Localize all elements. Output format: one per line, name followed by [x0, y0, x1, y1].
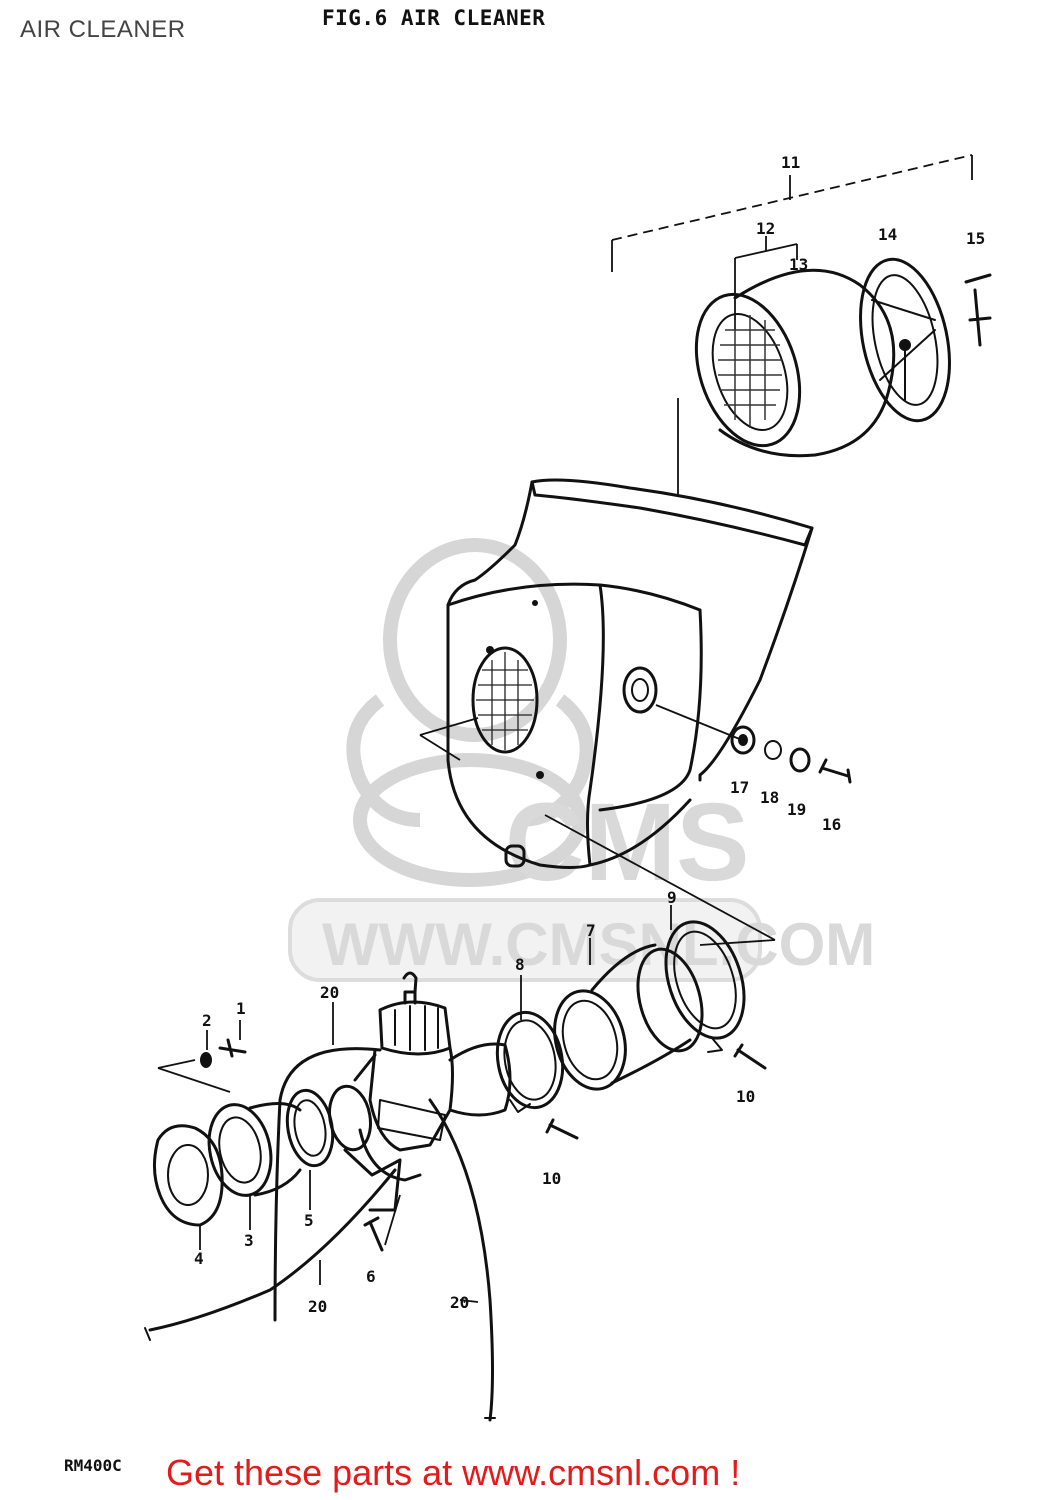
screws-10 [545, 1043, 767, 1140]
clamp-9 [664, 920, 746, 1053]
callout-13: 13 [789, 255, 808, 274]
callout-20-top: 20 [320, 983, 339, 1002]
callout-17: 17 [730, 778, 749, 797]
callout-16: 16 [822, 815, 841, 834]
watermark-text: WWW.CMSNL.COM [322, 911, 875, 978]
mounting-plane [544, 814, 776, 946]
page-title: AIR CLEANER [20, 16, 186, 43]
filter-cage [859, 257, 951, 423]
callout-9: 9 [667, 888, 677, 907]
intake-tube [553, 943, 704, 1091]
model-code: RM400C [64, 1456, 122, 1475]
callout-4: 4 [194, 1249, 204, 1268]
carburetor [343, 971, 512, 1212]
callout-14: 14 [878, 225, 897, 244]
intake-pipe-3 [207, 1102, 302, 1197]
callout-leaders [199, 905, 672, 1303]
clamp-8 [495, 1010, 565, 1113]
watermark-logo: WWW.CMSNL.COM CMS [288, 538, 875, 982]
box-hardware [655, 704, 852, 784]
callout-5: 5 [304, 1211, 314, 1230]
callout-2: 2 [202, 1011, 212, 1030]
wing-bolt [964, 273, 992, 347]
callout-18: 18 [760, 788, 779, 807]
air-cleaner-box [419, 478, 814, 869]
callout-1: 1 [236, 999, 246, 1018]
callout-19: 19 [787, 800, 806, 819]
o-ring-5 [285, 1084, 372, 1168]
hoses-20 [144, 1047, 496, 1422]
assembly-bracket-12 [734, 236, 798, 330]
callout-10-right: 10 [736, 1087, 755, 1106]
assembly-bracket-11 [611, 154, 973, 272]
gasket-4 [153, 1124, 224, 1227]
bolt-1-washer-2 [157, 1038, 247, 1093]
callout-labels: 11 12 13 14 15 17 18 19 16 9 7 8 20 2 1 … [194, 153, 985, 1316]
promo-link[interactable]: Get these parts at www.cmsnl.com ! [166, 1452, 741, 1493]
callout-3: 3 [244, 1231, 254, 1250]
callout-20-bottom-right: 20 [450, 1293, 469, 1312]
callout-20-bottom-left: 20 [308, 1297, 327, 1316]
callout-7: 7 [586, 921, 596, 940]
figure-title: FIG.6 AIR CLEANER [322, 6, 546, 30]
callout-10-middle: 10 [542, 1169, 561, 1188]
callout-12: 12 [756, 219, 775, 238]
callout-11: 11 [781, 153, 800, 172]
callout-6: 6 [366, 1267, 376, 1286]
watermark-logo-text: CMS [505, 781, 749, 904]
screw-6 [363, 1194, 401, 1252]
callout-8: 8 [515, 955, 525, 974]
callout-15: 15 [966, 229, 985, 248]
